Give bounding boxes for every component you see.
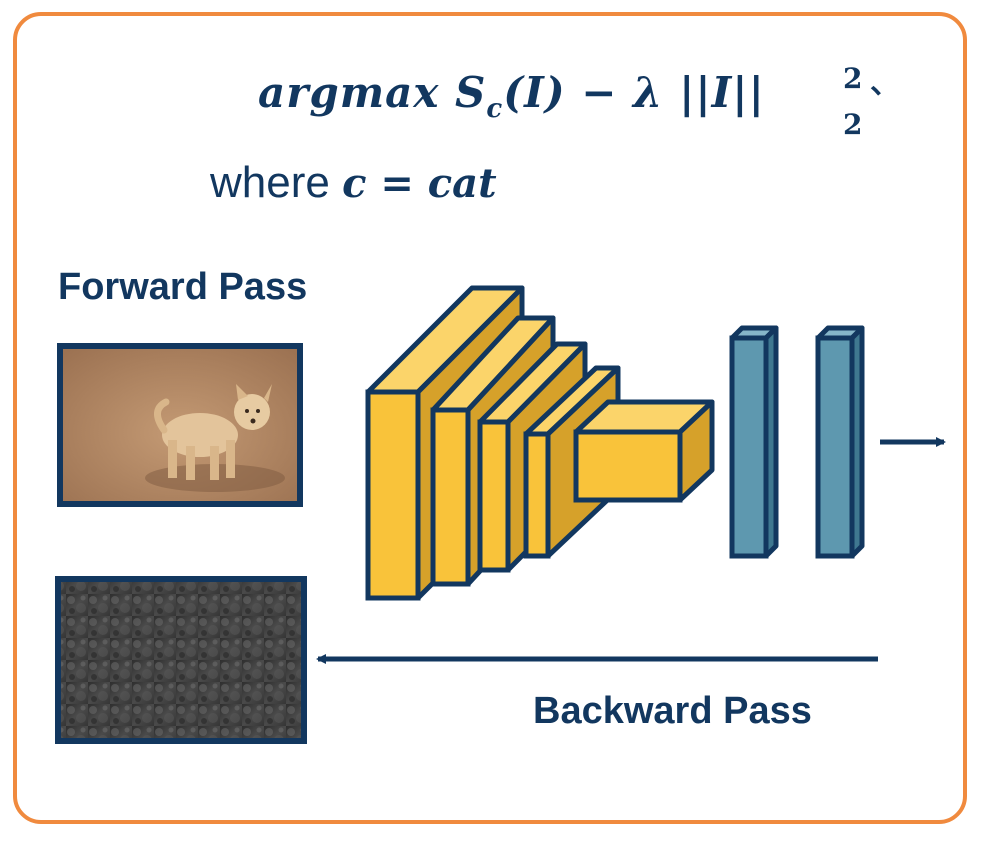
conv-layer-5: [573, 399, 715, 503]
where-word: where: [210, 158, 343, 207]
where-clause: where c = cat: [210, 158, 497, 208]
formula-norm-superscript: 2: [843, 62, 864, 95]
formula-main: argmax S: [258, 68, 487, 117]
formula-trailing-mark: 、: [870, 66, 901, 101]
formula-norm-subscript: 2: [843, 108, 864, 141]
fc-layer-1: [729, 325, 779, 559]
where-condition: c = cat: [342, 160, 497, 207]
objective-formula: argmax Sc(I) − λ ||I|| 2 2、: [258, 62, 900, 141]
formula-mid: (I) − λ ||I||: [503, 68, 765, 117]
fc-layer-2: [815, 325, 865, 559]
backward-pass-label: Backward Pass: [533, 690, 812, 732]
forward-pass-label: Forward Pass: [58, 266, 308, 308]
input-dog-image: [57, 343, 303, 507]
formula-subscript-c: c: [486, 94, 504, 124]
output-gradient-image: [55, 576, 307, 744]
